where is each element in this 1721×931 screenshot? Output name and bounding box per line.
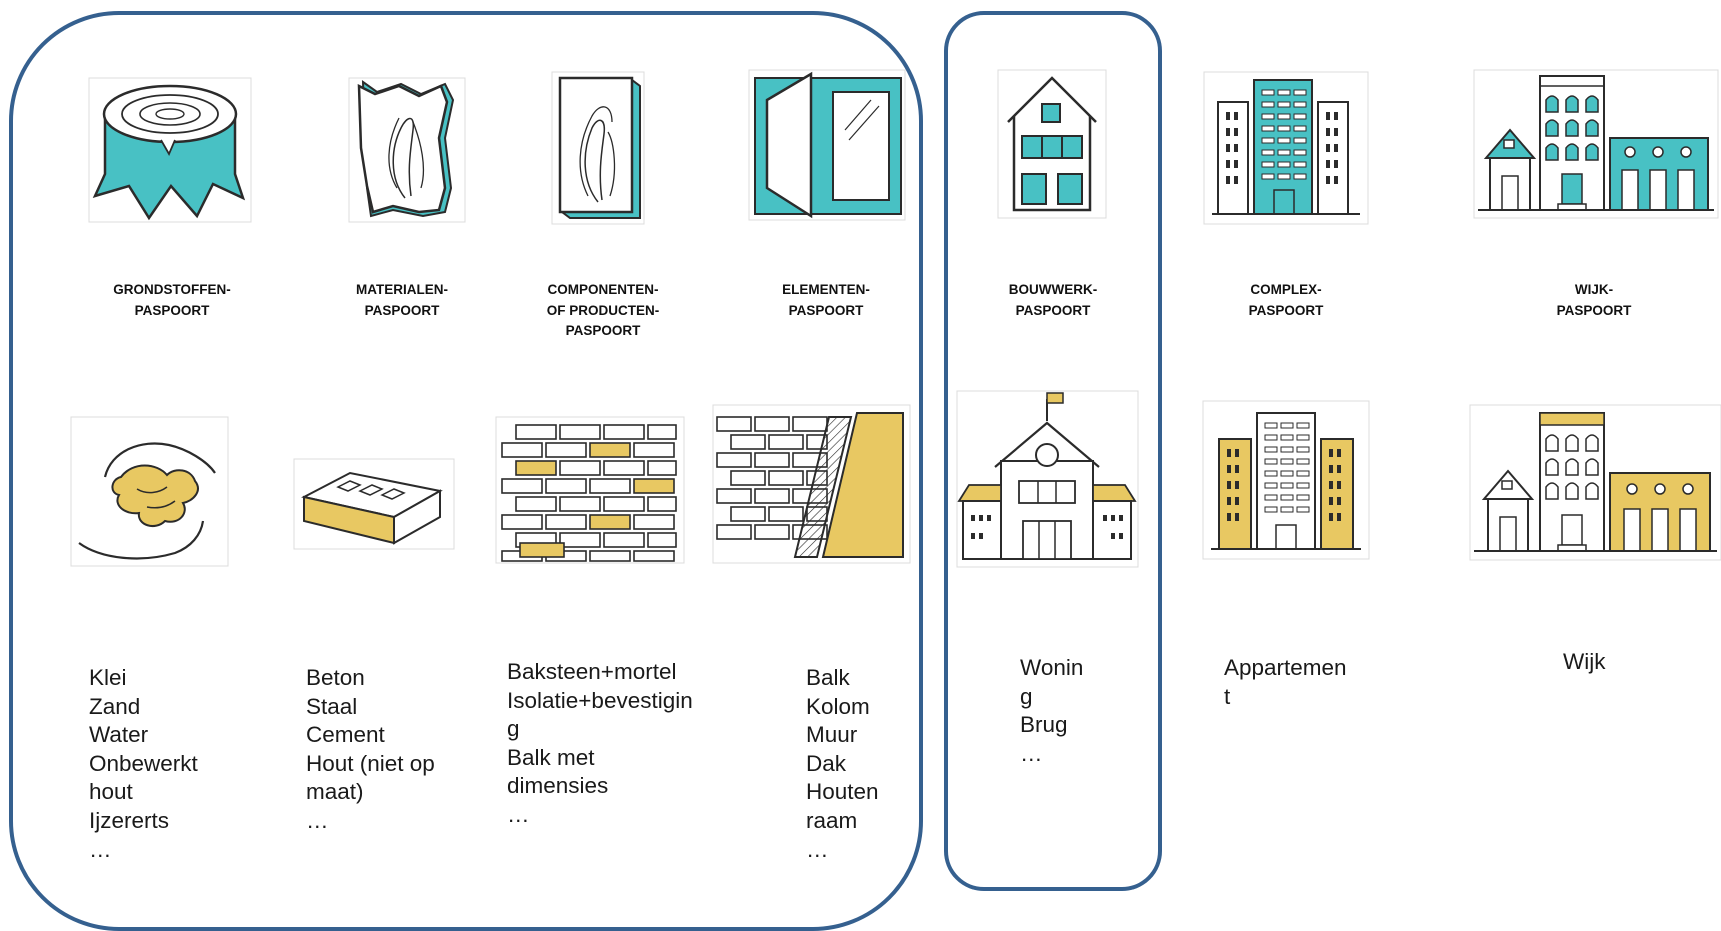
- list-item: Staal: [306, 693, 358, 719]
- example-list-grondstoffen: Klei Zand Water Onbewerkt hout Ijzererts…: [89, 664, 198, 864]
- window-icon: [748, 69, 906, 221]
- list-item: Ijzererts: [89, 807, 170, 833]
- list-item: Houten: [806, 779, 879, 805]
- list-item: Water: [89, 722, 149, 748]
- passport-label-componenten: COMPONENTEN- OF PRODUCTEN- PASPOORT: [546, 282, 660, 338]
- list-item: g: [507, 716, 520, 742]
- list-item: Baksteen+mortel: [507, 659, 677, 684]
- list-item: Hout (niet op: [306, 750, 435, 776]
- wall-section-icon: [712, 404, 911, 564]
- list-item: Brug: [1020, 712, 1068, 738]
- school-building-icon: [956, 390, 1139, 568]
- list-item: t: [1224, 683, 1231, 709]
- house-icon: [997, 69, 1107, 219]
- example-list-bouwwerk: Wonin g Brug …: [1020, 654, 1083, 768]
- neighbourhood-icon: [1469, 404, 1721, 561]
- passport-label-elementen: ELEMENTEN- PASPOORT: [782, 282, 870, 318]
- passport-label-wijk: WIJK- PASPOORT: [1556, 282, 1632, 318]
- list-item: Balk met: [507, 744, 595, 770]
- list-item: Wonin: [1020, 655, 1084, 680]
- list-item: Onbewerkt: [89, 750, 198, 776]
- wood-board-icon: [551, 71, 645, 225]
- list-item: Wijk: [1563, 649, 1606, 674]
- apartment-complex-icon: [1202, 400, 1370, 560]
- list-item: hout: [89, 779, 133, 805]
- list-item: g: [1020, 683, 1033, 709]
- list-item: Isolatie+bevestigin: [507, 687, 693, 713]
- tree-stump-icon: [88, 77, 252, 223]
- brick-icon: [293, 458, 455, 550]
- passport-label-grondstoffen: GRONDSTOFFEN- PASPOORT: [113, 282, 231, 318]
- passport-label-complex: COMPLEX- PASPOORT: [1248, 282, 1324, 318]
- example-list-wijk: Wijk: [1563, 648, 1605, 677]
- passport-label-materialen: MATERIALEN- PASPOORT: [356, 282, 448, 318]
- brick-wall-icon: [495, 416, 685, 564]
- example-list-complex: Appartemen t: [1224, 654, 1347, 711]
- apartment-complex-icon: [1203, 71, 1369, 225]
- list-item: Balk: [806, 665, 850, 690]
- neighbourhood-icon: [1473, 69, 1719, 219]
- list-item: …: [89, 836, 112, 862]
- list-item: maat): [306, 779, 364, 805]
- list-item: Dak: [806, 750, 847, 776]
- list-item: Muur: [806, 722, 858, 748]
- example-list-componenten: Baksteen+mortel Isolatie+bevestigin g Ba…: [507, 658, 693, 830]
- wood-plank-icon: [348, 77, 466, 223]
- list-item: Klei: [89, 665, 127, 690]
- list-item: …: [507, 801, 530, 827]
- list-item: Cement: [306, 722, 385, 748]
- list-item: …: [1020, 740, 1043, 766]
- list-item: Kolom: [806, 693, 870, 719]
- clay-hands-icon: [70, 416, 229, 567]
- list-item: …: [306, 807, 329, 833]
- list-item: dimensies: [507, 773, 609, 799]
- list-item: raam: [806, 807, 858, 833]
- passport-label-bouwwerk: BOUWWERK- PASPOORT: [1008, 282, 1098, 318]
- list-item: Beton: [306, 665, 365, 690]
- list-item: …: [806, 836, 829, 862]
- example-list-elementen: Balk Kolom Muur Dak Houten raam …: [806, 664, 879, 864]
- list-item: Zand: [89, 693, 141, 719]
- list-item: Appartemen: [1224, 655, 1347, 680]
- example-list-materialen: Beton Staal Cement Hout (niet op maat) …: [306, 664, 435, 836]
